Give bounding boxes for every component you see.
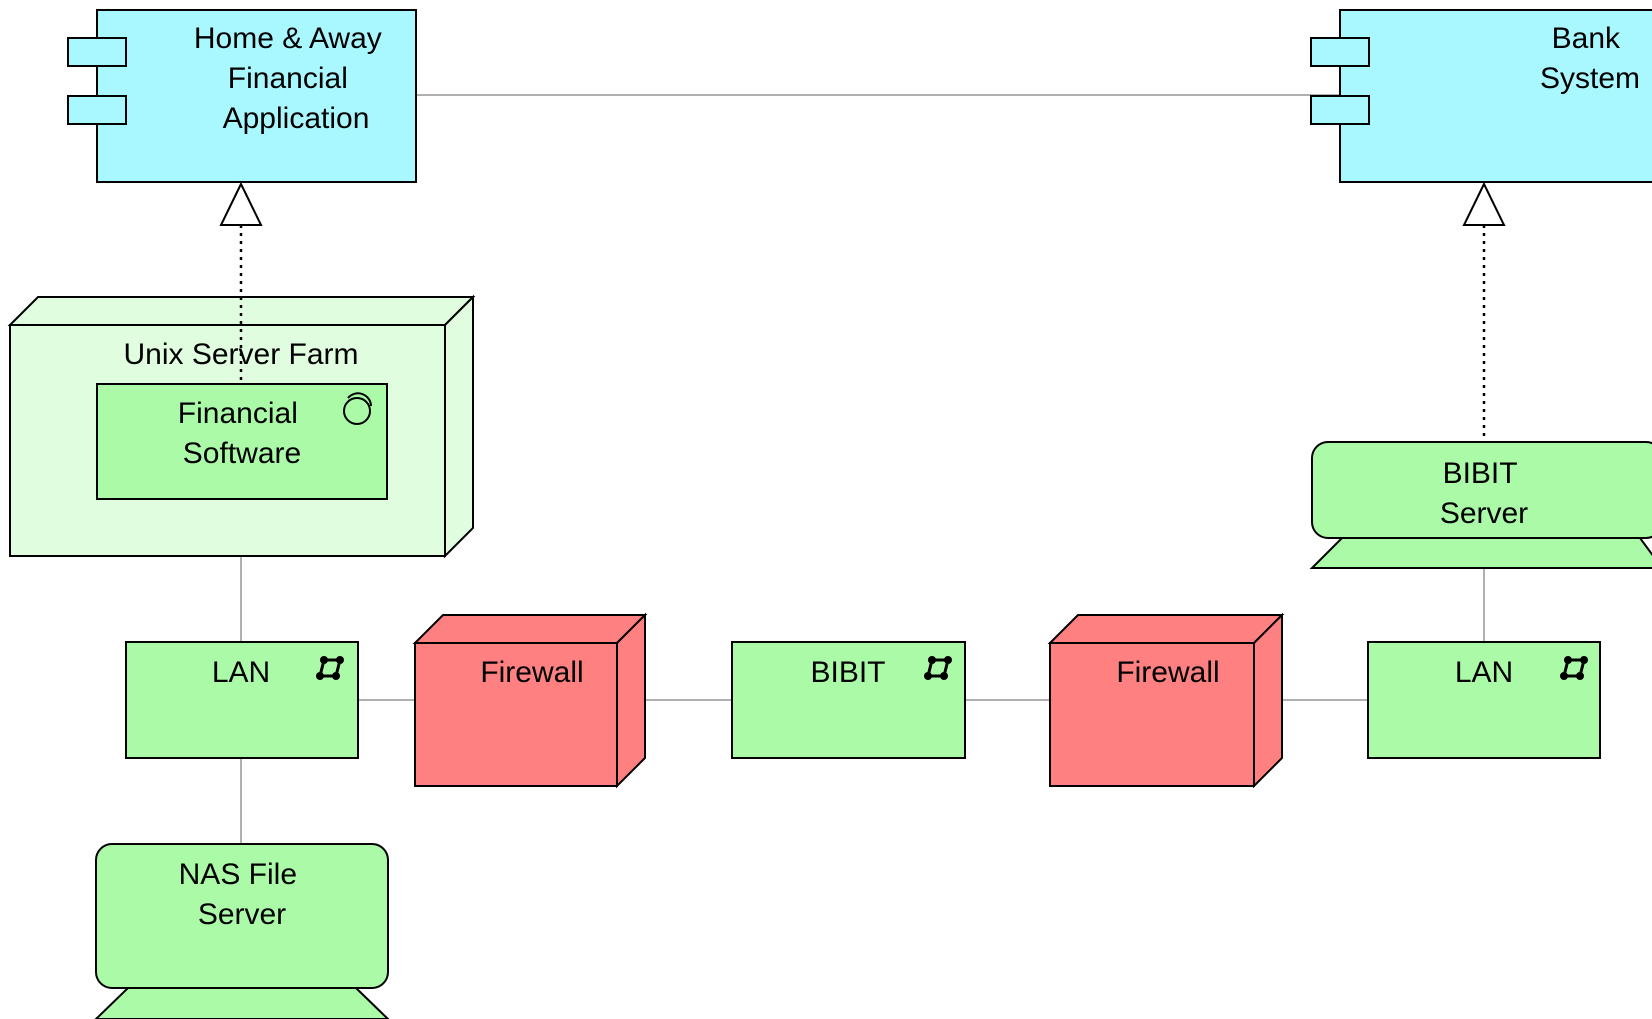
nas-file-server-device[interactable]: NAS File Server — [94, 843, 390, 1019]
financial-software-label: Financial Software — [178, 397, 306, 470]
component-icon — [67, 37, 127, 67]
realization-bibit-to-bank — [1462, 181, 1506, 442]
bank-system-component[interactable]: Bank System — [1310, 9, 1652, 183]
unix-server-farm-node[interactable]: Unix Server Farm Financial Software — [7, 294, 476, 559]
firewall-left-node[interactable]: Firewall — [412, 612, 648, 789]
app-component-label: Home & Away Financial Application — [194, 22, 390, 135]
system-software-icon — [343, 392, 372, 425]
firewall-right-node[interactable]: Firewall — [1047, 612, 1285, 789]
lan-left-label: LAN — [212, 656, 270, 689]
bibit-server-device[interactable]: BIBIT Server — [1309, 441, 1652, 569]
component-icon — [1310, 95, 1370, 125]
component-icon — [67, 95, 127, 125]
nas-file-server-label: NAS File Server — [179, 858, 306, 931]
lan-right-network[interactable]: LAN — [1367, 641, 1601, 759]
network-icon — [316, 656, 344, 680]
component-icon — [1310, 37, 1370, 67]
bibit-server-label: BIBIT Server — [1440, 457, 1528, 530]
lan-left-network[interactable]: LAN — [125, 641, 359, 759]
bank-system-label: Bank System — [1540, 22, 1640, 95]
app-component[interactable]: Home & Away Financial Application — [67, 9, 417, 183]
firewall-left-label: Firewall — [480, 656, 583, 689]
network-icon — [1560, 656, 1588, 680]
financial-software[interactable]: Financial Software — [96, 383, 388, 500]
network-icon — [924, 656, 952, 680]
firewall-right-label: Firewall — [1116, 656, 1219, 689]
bibit-network-label: BIBIT — [810, 656, 885, 689]
connections — [240, 94, 1485, 844]
bibit-network[interactable]: BIBIT — [731, 641, 966, 759]
realization-farm-to-app — [219, 181, 263, 384]
lan-right-label: LAN — [1455, 656, 1513, 689]
